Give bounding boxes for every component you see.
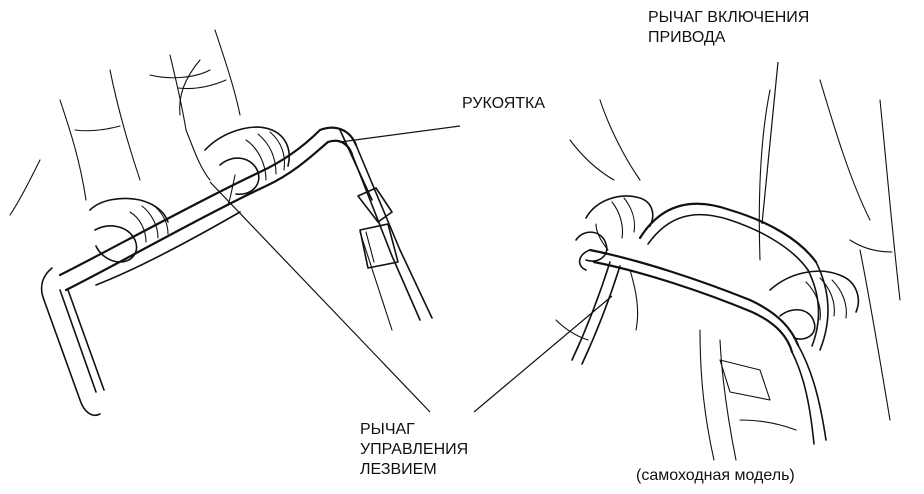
drive-lever-label-line2: ПРИВОДА xyxy=(648,28,809,48)
leader-lines xyxy=(210,62,778,412)
left-lower-stems xyxy=(360,232,432,330)
blade-lever-leader-left xyxy=(210,182,430,412)
right-illustration xyxy=(556,80,900,460)
right-handle-bar xyxy=(572,204,828,444)
right-arm-sleeve xyxy=(170,30,240,180)
mower-lower-part xyxy=(556,320,796,430)
drive-lever-label-line1: РЫЧАГ ВКЛЮЧЕНИЯ xyxy=(648,8,809,28)
left-illustration xyxy=(10,30,432,415)
blade-lever-leader-right xyxy=(474,296,612,412)
blade-lever-label-line3: ЛЕЗВИЕМ xyxy=(360,460,468,480)
blade-lever-label-line2: УПРАВЛЕНИЯ xyxy=(360,440,468,460)
model-caption: (самоходная модель) xyxy=(636,466,795,486)
handle-leader xyxy=(340,126,460,142)
operator-body xyxy=(700,80,900,460)
blade-lever-label: РЫЧАГ УПРАВЛЕНИЯ ЛЕЗВИЕМ xyxy=(360,420,468,480)
left-arm-sleeve xyxy=(10,60,210,215)
handle-label: РУКОЯТКА xyxy=(462,94,545,114)
left-handle-bar xyxy=(42,128,400,416)
blade-lever-label-line1: РЫЧАГ xyxy=(360,420,468,440)
drive-lever-label: РЫЧАГ ВКЛЮЧЕНИЯ ПРИВОДА xyxy=(648,8,809,48)
drive-lever-leader xyxy=(762,62,778,224)
